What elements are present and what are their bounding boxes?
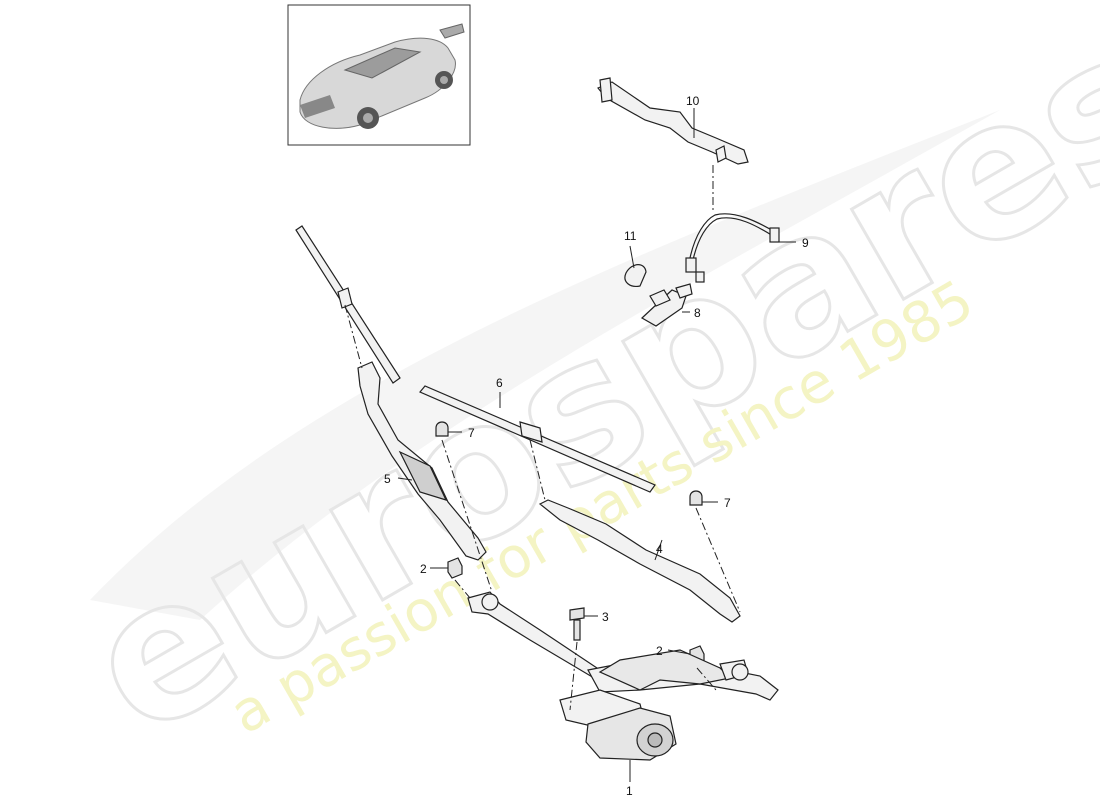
callout-1: 1 (626, 784, 633, 798)
part-5-wiper-blade (295, 225, 401, 384)
callout-7-left: 7 (468, 426, 475, 440)
callout-4: 4 (656, 542, 663, 556)
callout-6: 6 (496, 376, 503, 390)
callout-9: 9 (802, 236, 809, 250)
watermark-swoosh (90, 110, 1000, 620)
callout-3: 3 (602, 610, 609, 624)
callout-2-right: 2 (656, 644, 663, 658)
car-thumbnail-icon (299, 23, 465, 129)
callout-10: 10 (686, 94, 700, 108)
part-7-cap-left (435, 421, 449, 437)
callout-8: 8 (694, 306, 701, 320)
part-8-jet (640, 283, 693, 327)
car-thumbnail (287, 4, 471, 146)
callout-2-left: 2 (420, 562, 427, 576)
part-11-nozzle (624, 264, 647, 287)
part-6-wiper-blade (419, 385, 656, 493)
part-1-wiper-motor (585, 707, 677, 761)
part-7-cap-right (689, 490, 703, 506)
callout-11: 11 (624, 229, 637, 243)
part-9-hose (685, 213, 780, 283)
part-1-wiper-linkage (467, 591, 779, 729)
part-10-bracket (597, 77, 749, 165)
callout-5: 5 (384, 472, 391, 486)
part-5-wiper-arm (357, 361, 487, 561)
part-3-bolt (569, 607, 585, 641)
assembly-lines (344, 165, 741, 711)
part-2-nut-left (447, 557, 463, 579)
callout-7-right: 7 (724, 496, 731, 510)
part-4-wiper-arm (538, 499, 741, 623)
callouts: 10 9 11 8 6 7 5 7 4 2 3 2 1 (384, 94, 809, 798)
leader-lines (397, 108, 796, 782)
